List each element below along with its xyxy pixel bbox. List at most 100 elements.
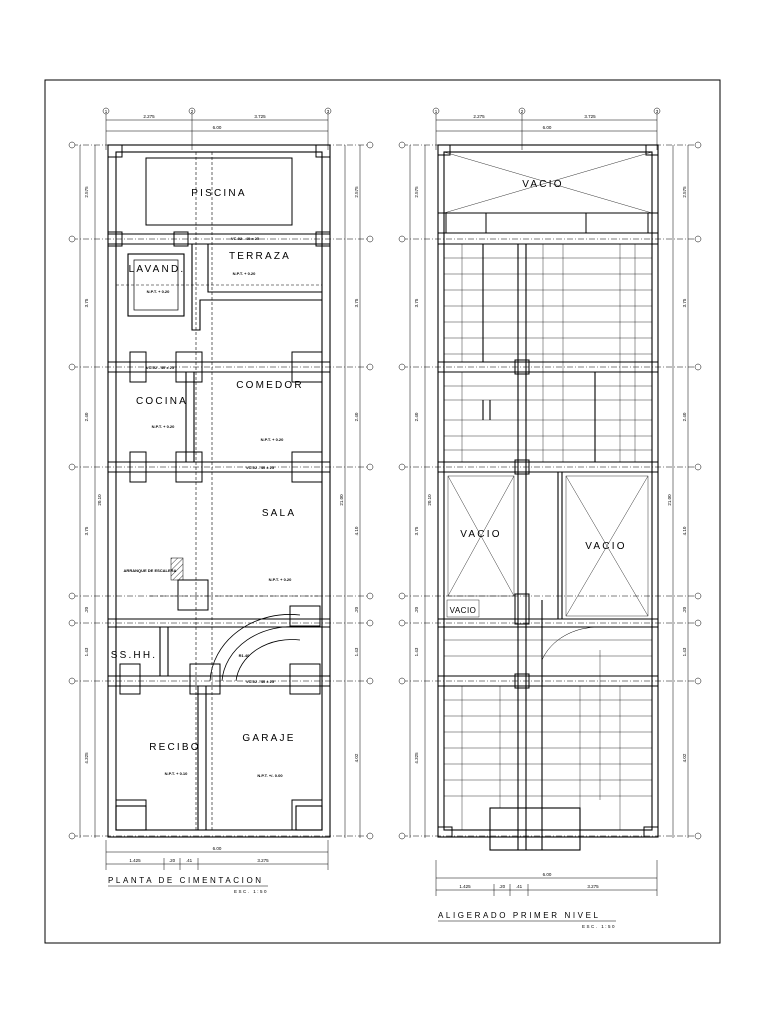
dim-right-2: 3.75 xyxy=(354,298,359,307)
dim-top-1: 2.275 xyxy=(473,114,485,119)
room-label-piscina: PISCINA xyxy=(191,188,246,199)
dim-left-1: 2.575 xyxy=(414,186,419,198)
room-label-comedor: COMEDOR xyxy=(236,380,304,391)
row-axes xyxy=(402,144,698,837)
room-label-sala: SALA xyxy=(262,508,296,519)
dim-left-5: .20 xyxy=(414,606,419,613)
dim-bottom-2: .20 xyxy=(169,858,176,863)
dim-top-1: 2.275 xyxy=(143,114,155,119)
axis-bubble-1 xyxy=(102,107,110,115)
row-axes xyxy=(72,144,370,837)
plan-title-foundation: PLANTA DE CIMENTACION xyxy=(108,876,264,885)
beam-lines xyxy=(116,152,322,830)
stair-start-hatch xyxy=(170,557,184,581)
void-label: VACIO xyxy=(585,541,626,552)
dim-right-7: 4.02 xyxy=(354,753,359,762)
dim-left-total: 20.10 xyxy=(97,494,102,506)
axis-label-3: 3 xyxy=(656,109,659,114)
npt-label: N.P.T. + 0.20 xyxy=(233,271,256,276)
dim-right-6: 1.43 xyxy=(682,647,687,656)
beam-label: VC-02 - 40 x 25 xyxy=(246,679,275,684)
dim-left-2: 3.75 xyxy=(84,298,89,307)
dim-right-3: 2.40 xyxy=(682,412,687,421)
void-crosses xyxy=(443,151,653,618)
side-dimension-lines xyxy=(409,145,689,838)
room-label-sshh: SS.HH. xyxy=(111,650,158,661)
dim-left-3: 2.40 xyxy=(84,412,89,421)
plan-scale-slab: ESC. 1:50 xyxy=(582,924,616,929)
room-label-garaje: GARAJE xyxy=(242,733,295,744)
dim-left-6: 1.43 xyxy=(84,647,89,656)
dim-top-total: 6.00 xyxy=(543,125,552,130)
void-label: VACIO xyxy=(460,529,501,540)
axis-label-2: 2 xyxy=(521,109,524,114)
dim-right-total: 21.00 xyxy=(339,494,344,506)
dim-top-2: 3.725 xyxy=(254,114,266,119)
dim-bottom-4: 3.275 xyxy=(257,858,269,863)
bottom-dimensions xyxy=(435,860,658,896)
dim-bottom-1: 1.425 xyxy=(459,884,471,889)
top-dimensions xyxy=(105,114,329,150)
dim-left-4: 3.75 xyxy=(84,526,89,535)
dim-right-3: 2.40 xyxy=(354,412,359,421)
dim-right-2: 3.75 xyxy=(682,298,687,307)
dim-right-1: 2.575 xyxy=(354,186,359,198)
dim-right-5: .20 xyxy=(682,606,687,613)
room-label-lavand: LAVAND. xyxy=(129,264,186,275)
bottom-dimensions xyxy=(105,840,329,870)
radius-label: R1.40 xyxy=(239,653,250,658)
room-label-terraza: TERRAZA xyxy=(229,251,291,262)
dim-bottom-2: .20 xyxy=(499,884,506,889)
garage-ramp-arcs xyxy=(209,614,301,682)
stair-note: ARRANQUE DE ESCALERA xyxy=(124,568,177,573)
top-dimensions xyxy=(435,114,658,150)
axis-bubble-2 xyxy=(188,107,196,115)
axis-bubble-3 xyxy=(653,107,661,115)
dim-bottom-4: 3.275 xyxy=(587,884,599,889)
void-label: VACIO xyxy=(450,606,477,615)
dim-left-5: .20 xyxy=(84,606,89,613)
dim-top-2: 3.725 xyxy=(584,114,596,119)
row-axis-bubbles xyxy=(398,141,702,840)
axis-bubble-2 xyxy=(518,107,526,115)
slab-columns xyxy=(437,144,659,838)
dim-bottom-total: 6.00 xyxy=(213,846,222,851)
void-label: VACIO xyxy=(522,179,563,190)
row-axis-bubbles xyxy=(68,141,374,840)
beam-label: VC-02 - 40 x 25 xyxy=(246,465,275,470)
dim-left-total: 20.10 xyxy=(427,494,432,506)
dim-left-6: 1.43 xyxy=(414,647,419,656)
sheet-border xyxy=(44,79,721,944)
dim-bottom-3: .41 xyxy=(186,858,193,863)
beam-label: VC-02 - 40 x 25 xyxy=(146,365,175,370)
foundation-plan: 1 2 3 2.275 3.725 6.00 xyxy=(68,107,374,894)
slab-beams xyxy=(437,144,659,851)
npt-label: N.P.T. + 0.20 xyxy=(152,424,175,429)
footing-columns xyxy=(107,144,331,831)
plan-scale-foundation: ESC. 1:50 xyxy=(234,889,268,894)
joist-lines xyxy=(444,244,652,830)
axis-bubble-1 xyxy=(432,107,440,115)
room-label-cocina: COCINA xyxy=(136,396,188,407)
dim-right-4: 4.10 xyxy=(354,526,359,535)
foundation-walls xyxy=(107,144,331,838)
axis-label-1: 1 xyxy=(435,109,438,114)
dim-left-4: 3.75 xyxy=(414,526,419,535)
dim-left-2: 3.75 xyxy=(414,298,419,307)
npt-label: N.P.T. + 0.20 xyxy=(147,289,170,294)
dim-left-7: 4.325 xyxy=(414,752,419,764)
npt-label: N.P.T. + 0.20 xyxy=(269,577,292,582)
axis-label-1: 1 xyxy=(105,109,108,114)
dim-left-3: 2.40 xyxy=(414,412,419,421)
dim-bottom-total: 6.00 xyxy=(543,872,552,877)
side-dimension-lines xyxy=(79,145,361,838)
slab-plan: 1 2 3 2.275 3.725 6.00 2.575 xyxy=(398,107,702,929)
npt-label: N.P.T. + 0.20 xyxy=(261,437,284,442)
dim-right-5: .20 xyxy=(354,606,359,613)
dim-top-total: 6.00 xyxy=(213,125,222,130)
dim-right-1: 2.575 xyxy=(682,186,687,198)
dim-right-6: 1.43 xyxy=(354,647,359,656)
plan-title-slab: ALIGERADO PRIMER NIVEL xyxy=(438,911,601,920)
ramp-arc xyxy=(541,626,601,661)
